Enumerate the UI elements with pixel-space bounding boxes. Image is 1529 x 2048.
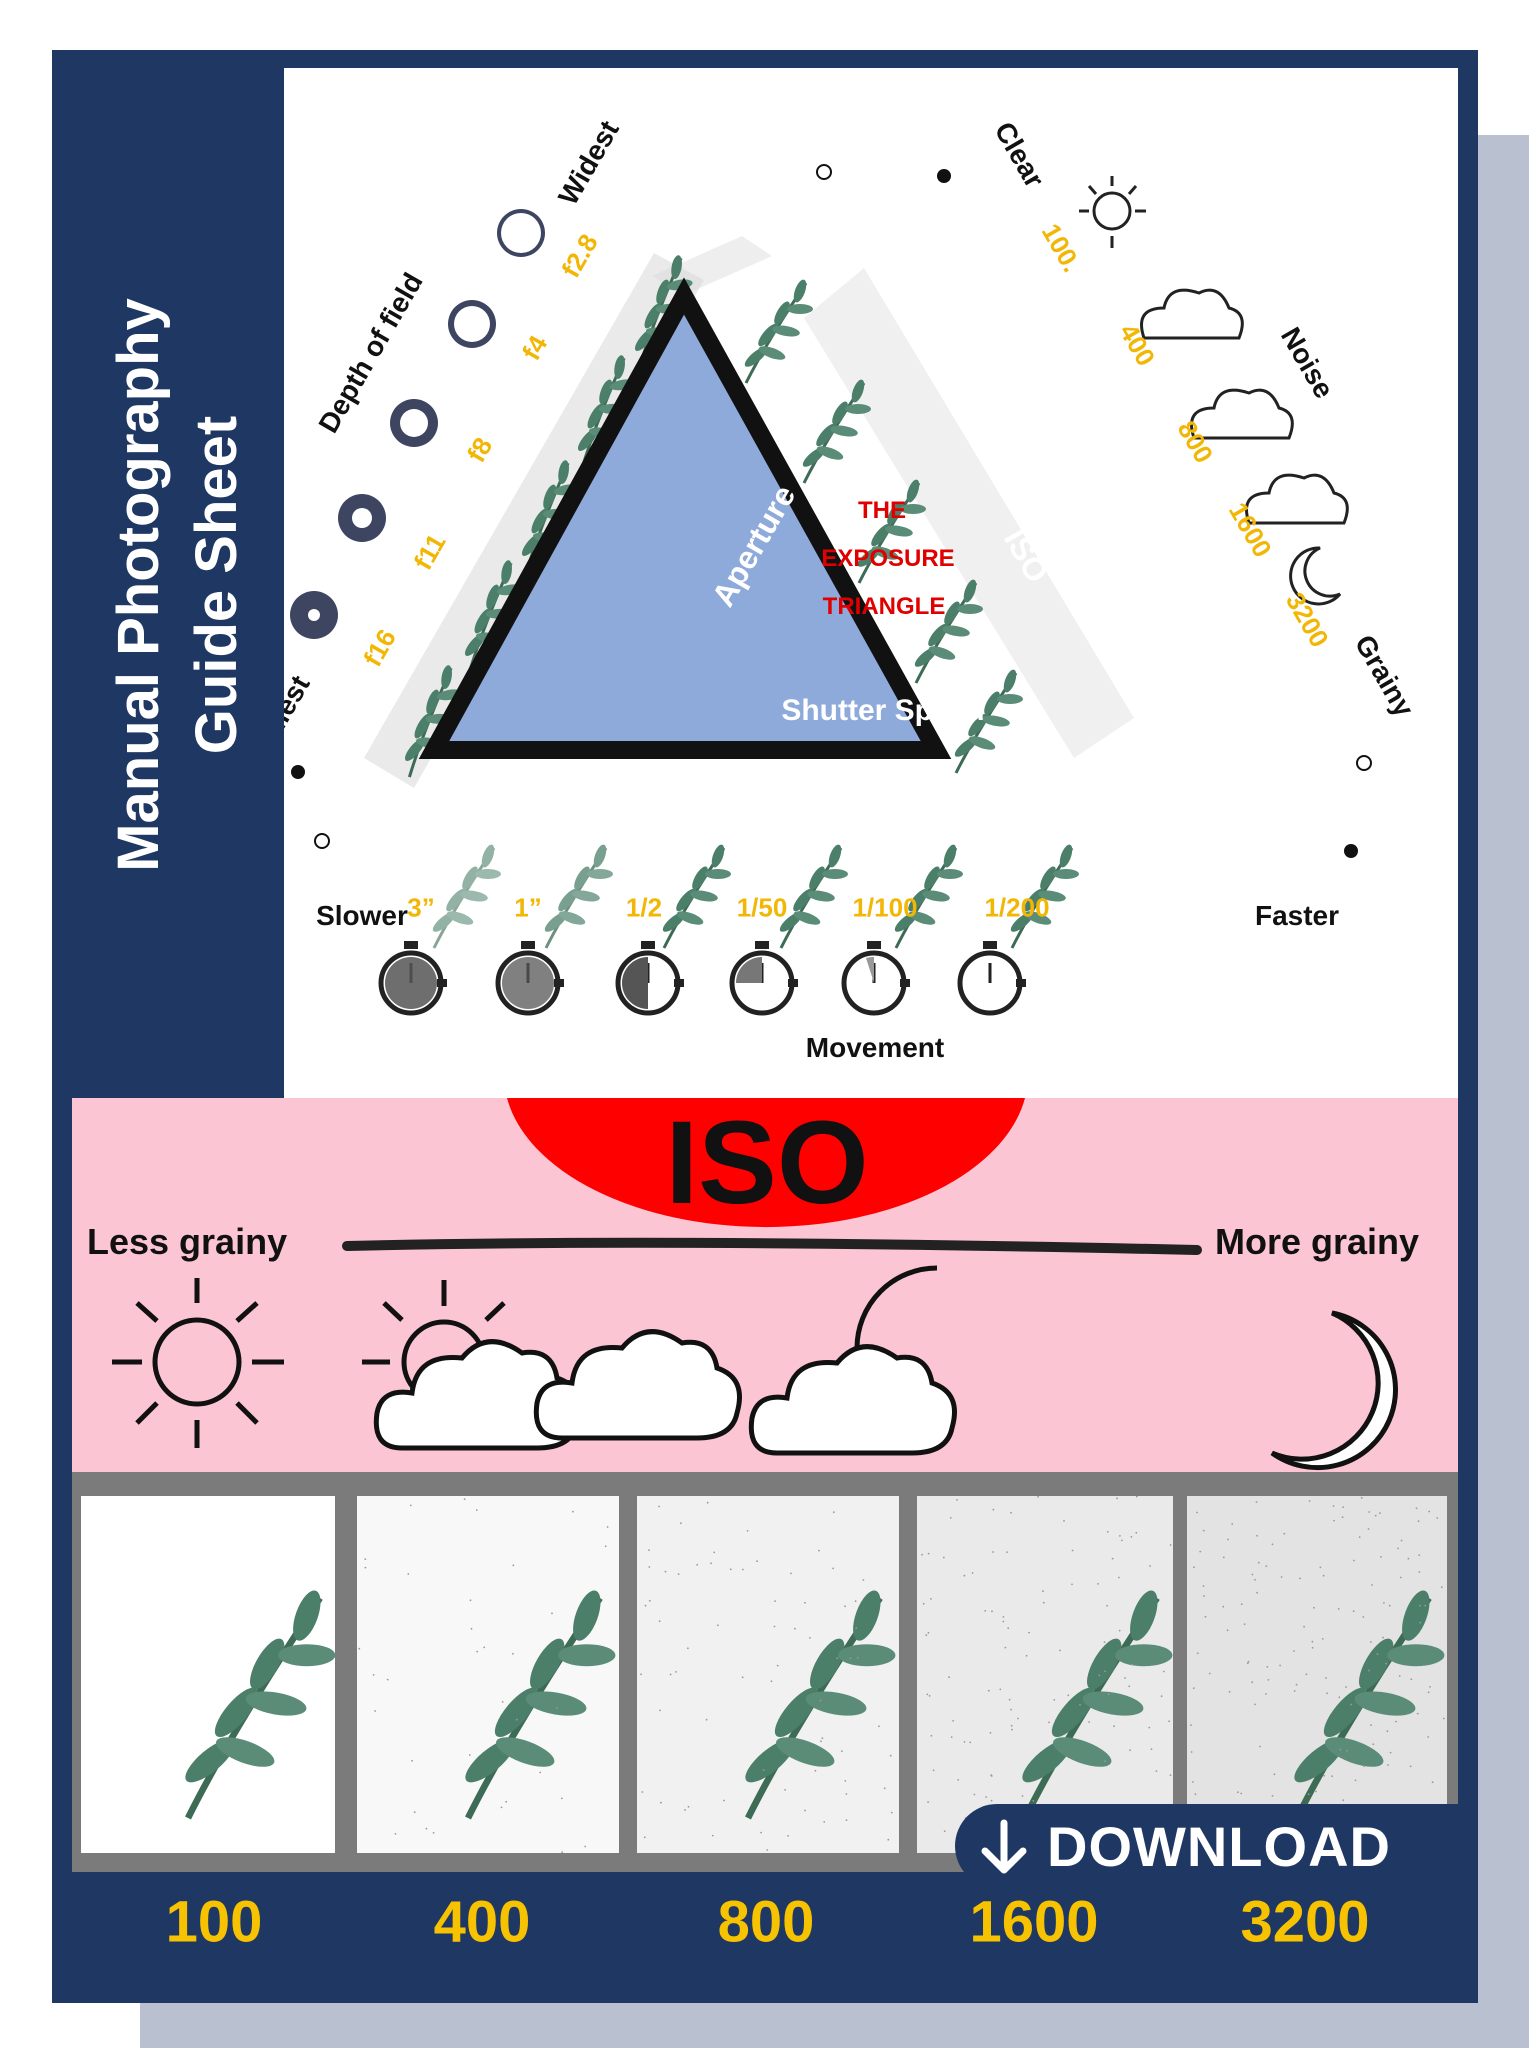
shutter-speed-1-50: 1/50 — [736, 892, 788, 923]
shutter-slower-label: Slower — [316, 900, 408, 931]
iso-sample-photo — [1187, 1496, 1447, 1853]
cloud-moon-icon — [748, 1265, 957, 1456]
iso-bottom-1600: 1600 — [969, 1889, 1099, 1955]
shutter-speed-3s: 3” — [407, 892, 435, 923]
iso-bottom-800: 800 — [717, 1889, 815, 1955]
sidebar — [72, 68, 284, 1098]
moon-icon — [1270, 1310, 1398, 1471]
shutter-faster-label: Faster — [1254, 900, 1340, 931]
shutter-speed-1-200: 1/200 — [984, 892, 1050, 923]
movement-label: Movement — [805, 1032, 945, 1063]
iso-sample-photo — [357, 1496, 619, 1853]
page-title: Manual Photography Guide Sheet — [100, 85, 256, 1085]
iso-section-title: ISO — [665, 1097, 869, 1229]
iso-bottom-100: 100 — [165, 1889, 263, 1955]
arrow-down-icon — [981, 1819, 1027, 1874]
stopwatch-icons — [381, 941, 1026, 1013]
shutter-side-label: Shutter Speed — [781, 694, 985, 727]
triangle-title-line-3: TRIANGLE — [822, 593, 946, 620]
iso-section — [72, 1098, 1458, 1472]
iso-film-strip — [740, 268, 1134, 775]
iso-values-bar — [72, 1872, 1458, 1985]
iso-sample-photo — [81, 1496, 335, 1853]
title-line-1: Manual Photography — [106, 298, 171, 872]
download-label: DOWNLOAD — [1047, 1814, 1391, 1878]
iso-sample-photo — [637, 1496, 899, 1853]
iso-sample-photo — [917, 1496, 1173, 1853]
less-grainy-label: Less grainy — [87, 1221, 288, 1262]
download-button[interactable]: DOWNLOAD — [955, 1804, 1458, 1888]
more-grainy-label: More grainy — [1215, 1221, 1420, 1262]
iso-red-semicircle — [507, 1098, 1025, 1228]
shutter-speed-1s: 1” — [514, 892, 542, 923]
sun-icon — [112, 1278, 284, 1448]
shutter-speed-1-2: 1/2 — [625, 892, 663, 923]
grain-scale-line — [342, 1237, 1202, 1255]
exposure-triangle — [418, 277, 952, 759]
exposure-triangle-panel: THE EXPOSURE TRIANGLE Aperture ISO Shutt… — [284, 68, 1458, 1098]
iso-bottom-400: 400 — [433, 1889, 531, 1955]
cloud-icon — [533, 1329, 742, 1441]
iso-weather-icons — [1079, 176, 1349, 606]
shutter-speed-1-100: 1/100 — [852, 892, 918, 923]
triangle-title-line-2: EXPOSURE — [821, 545, 955, 572]
iso-bottom-3200: 3200 — [1240, 1889, 1370, 1955]
aperture-icons — [290, 209, 545, 639]
title-line-2: Guide Sheet — [184, 415, 249, 755]
triangle-title-line-1: THE — [858, 497, 906, 524]
